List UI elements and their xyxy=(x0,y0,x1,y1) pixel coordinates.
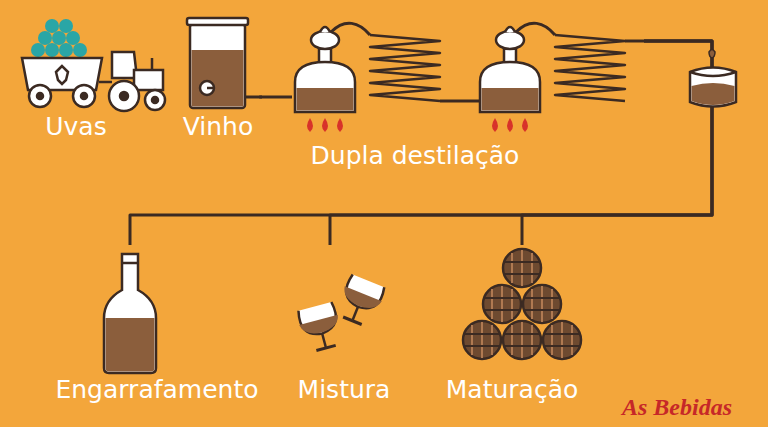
process-step: Dupla destilação xyxy=(292,12,644,172)
flow-line xyxy=(130,41,712,245)
process-step: Maturação xyxy=(430,245,600,415)
step-label: Engarrafamento xyxy=(55,376,258,404)
step-label: Vinho xyxy=(183,113,253,141)
step-label: Uvas xyxy=(45,113,106,141)
step-label: Mistura xyxy=(298,376,391,404)
process-step: Uvas xyxy=(15,12,175,147)
process-step: Mistura xyxy=(292,245,404,415)
watermark: As Bebidas xyxy=(622,394,732,420)
flow-line xyxy=(522,41,712,245)
step-label: Maturação xyxy=(446,376,579,404)
step-label: Dupla destilação xyxy=(311,142,520,170)
process-step: Vinho xyxy=(177,12,259,147)
flow-line xyxy=(259,96,292,99)
process-step: Engarrafamento xyxy=(30,245,290,415)
